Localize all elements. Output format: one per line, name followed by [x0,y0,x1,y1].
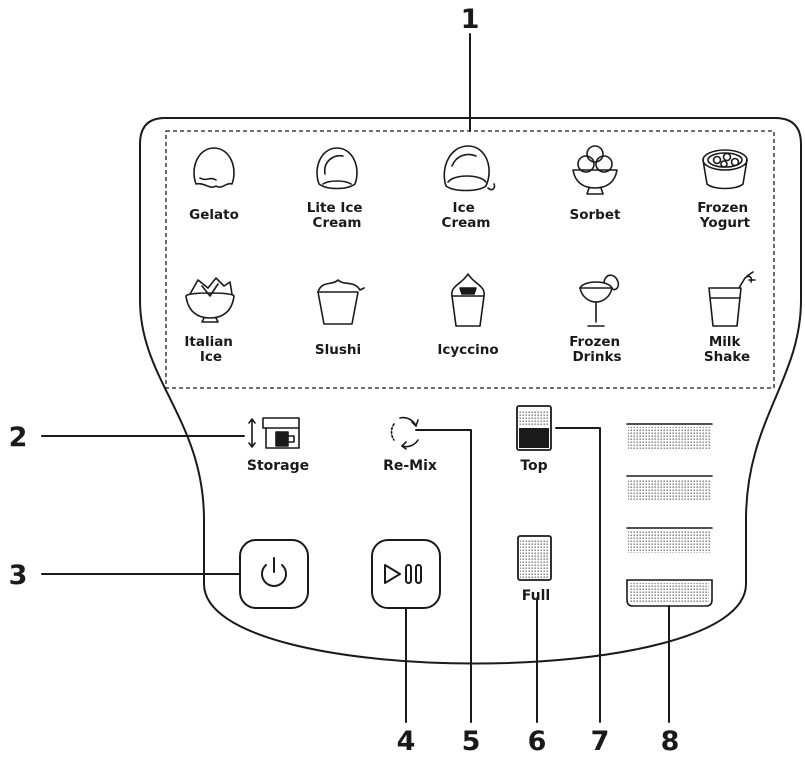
callout-number-8: 8 [661,726,680,757]
slushi-cup-icon [317,279,365,325]
milk-shake-glass-icon [708,271,756,327]
callout-number-7: 7 [591,726,610,757]
top-fill-button[interactable]: Top [516,405,552,474]
program-label-lite-ice-cream: Lite Ice Cream [307,200,367,231]
callout-number-1: 1 [461,4,480,35]
program-label-gelato: Gelato [189,207,239,223]
full-fill-button[interactable]: Full [517,535,552,604]
lite-ice-cream-scoop-icon [316,147,358,190]
play-pause-button[interactable] [371,539,441,609]
program-label-slushi: Slushi [315,342,361,358]
program-label-ice-cream: Ice Cream [442,200,491,231]
program-label-frozen-drinks: Frozen Drinks [569,334,625,365]
program-button-sorbet[interactable] [553,140,637,250]
program-label-italian-ice: Italian Ice [184,334,237,365]
callout-number-6: 6 [528,726,547,757]
program-button-milk-shake[interactable] [683,265,767,383]
storage-machine-icon [248,417,300,449]
panel-outline [139,117,802,665]
program-button-italian-ice[interactable] [172,265,256,383]
program-buttons [172,140,767,383]
remix-label: Re-Mix [383,458,437,474]
callout-number-5: 5 [462,726,481,757]
callout-number-2: 2 [9,422,28,453]
progress-bar-1 [626,423,713,449]
ice-cream-scoop-icon [443,145,496,192]
full-fill-cup-icon [517,535,552,581]
callout-line-7 [555,427,601,723]
power-button[interactable] [239,539,309,609]
program-button-frozen-drinks[interactable] [553,265,637,383]
program-button-gelato[interactable] [172,140,256,250]
frozen-drink-glass-icon [579,274,620,327]
progress-bar-3 [626,527,713,553]
progress-bar-2 [626,475,713,501]
storage-button[interactable]: Storage [247,417,309,474]
icyccino-cup-icon [451,273,485,327]
program-label-sorbet: Sorbet [570,207,621,223]
program-button-slushi[interactable] [295,265,379,383]
frozen-yogurt-cup-icon [702,149,748,190]
gelato-scoop-icon [193,147,235,188]
remix-button[interactable]: Re-Mix [383,416,437,474]
program-label-icyccino: Icyccino [437,342,498,358]
play-pause-icon [384,564,422,584]
top-fill-cup-icon [516,405,552,451]
progress-bars [626,423,713,607]
power-icon [261,557,287,587]
program-button-ice-cream[interactable] [424,140,508,250]
program-button-icyccino[interactable] [424,265,508,383]
callout-number-4: 4 [397,726,416,757]
full-label: Full [522,588,550,604]
storage-label: Storage [247,458,309,474]
italian-ice-bowl-icon [185,277,235,323]
progress-bar-4 [626,579,713,607]
program-label-frozen-yogurt: Frozen Yogurt [697,200,753,231]
callout-line-5 [415,429,472,723]
sorbet-bowl-icon [572,145,618,195]
callout-number-3: 3 [9,560,28,591]
program-button-frozen-yogurt[interactable] [683,140,767,250]
top-label: Top [520,458,547,474]
program-label-milk-shake: Milk Shake [704,334,750,365]
remix-arrows-icon [390,416,419,450]
program-button-lite-ice-cream[interactable] [295,140,379,250]
